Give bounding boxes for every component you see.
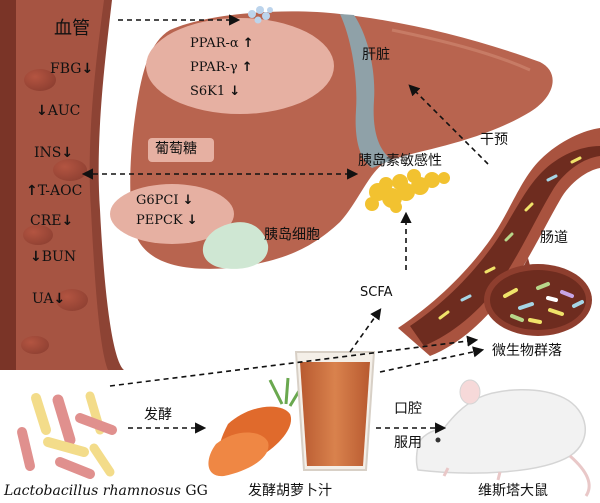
marker-ua: UA↓ — [32, 291, 66, 307]
intervention-label: 干预 — [480, 132, 508, 148]
gut-label: 肠道 — [540, 230, 568, 246]
marker-cre: CRE↓ — [30, 213, 74, 229]
red-blood-cells — [21, 69, 88, 354]
islet-cell-label: 胰岛细胞 — [264, 227, 320, 243]
arrow-juice-to-scfa — [349, 308, 382, 353]
arrow-gut-to-liver — [408, 84, 489, 165]
ferment-label: 发酵 — [144, 407, 172, 423]
enzyme-g6pci: G6PCI ↓ — [136, 193, 194, 208]
enzyme-pepck: PEPCK ↓ — [136, 213, 198, 228]
blood-vessel — [0, 0, 124, 370]
gene-ppar-alpha: PPAR-α ↑ — [190, 36, 254, 51]
glucose-panel — [148, 138, 214, 162]
liver-shape — [110, 6, 553, 269]
liver-enzyme-panel — [110, 184, 234, 244]
bacteria-label: Lactobacillus rhamnosus GG — [4, 483, 208, 499]
liver-title: 肝脏 — [362, 47, 390, 63]
arrow-bacteria-to-microbiota — [109, 335, 479, 387]
pancreas-cluster — [365, 169, 450, 213]
marker-fbg: FBG↓ — [50, 61, 94, 77]
juice-glass — [294, 351, 376, 471]
marker-ins: INS↓ — [34, 145, 74, 161]
microbiota-label: 微生物群落 — [492, 343, 562, 359]
glucose-label: 葡萄糖 — [155, 141, 197, 157]
liver-gene-panel — [146, 18, 334, 114]
juice-label: 发酵胡萝卜汁 — [248, 483, 332, 499]
lactobacillus-cells — [17, 391, 117, 479]
gene-ppar-gamma: PPAR-γ ↑ — [190, 60, 253, 75]
marker-t-aoc: ↑T-AOC — [26, 183, 83, 199]
marker-bun: ↓BUN — [30, 249, 77, 265]
marker-auc: ↓AUC — [36, 103, 81, 119]
scfa-label: SCFA — [360, 285, 393, 300]
admin-label: 服用 — [394, 435, 422, 451]
oral-label: 口腔 — [394, 401, 422, 417]
glucose-molecules — [248, 6, 273, 24]
gene-s6k1: S6K1 ↓ — [190, 84, 241, 99]
blood-vessel-title: 血管 — [54, 18, 90, 39]
intestine — [398, 128, 600, 356]
rat-illustration — [415, 379, 591, 497]
microbiota-bubble — [484, 258, 592, 336]
islet-cell — [202, 222, 269, 269]
flow-arrows — [81, 14, 489, 434]
insulin-sensitivity-label: 胰岛素敏感性 — [358, 153, 442, 169]
gut-bacteria — [438, 156, 582, 320]
carrots — [208, 377, 304, 477]
rat-label: 维斯塔大鼠 — [478, 483, 548, 499]
